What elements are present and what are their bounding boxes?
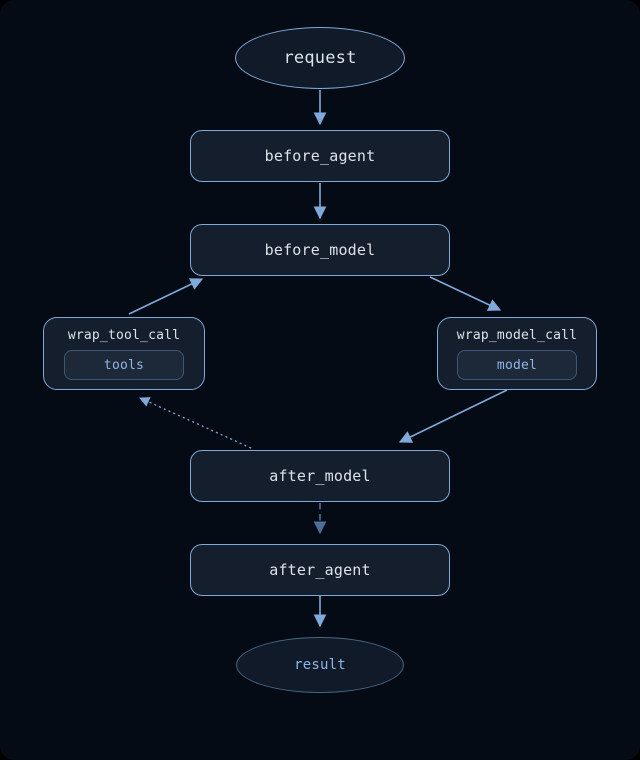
node-request-label: request [283, 48, 357, 68]
node-model: model [457, 350, 577, 380]
node-wrap-tool-call-label: wrap_tool_call [67, 328, 181, 343]
node-wrap-tool-call: wrap_tool_call tools [43, 317, 205, 390]
node-after-model-label: after_model [269, 467, 371, 485]
node-before-model: before_model [190, 224, 450, 276]
edge-wrap-model-call-after-model [398, 389, 508, 443]
node-after-agent-label: after_agent [269, 561, 371, 579]
node-after-agent: after_agent [190, 544, 450, 596]
node-before-agent: before_agent [190, 130, 450, 182]
node-wrap-model-call: wrap_model_call model [437, 317, 597, 390]
node-request: request [235, 27, 405, 89]
edge-wrap-tool-call-before-model [128, 278, 204, 315]
edge-before-model-wrap-model-call [429, 276, 502, 311]
edge-after-model-wrap-tool-call-dotted [139, 397, 252, 449]
node-before-model-label: before_model [264, 241, 376, 259]
node-tools: tools [64, 350, 184, 380]
node-tools-label: tools [103, 357, 145, 373]
node-result-label: result [294, 657, 346, 673]
node-before-agent-label: before_agent [264, 147, 376, 165]
node-after-model: after_model [190, 450, 450, 502]
node-wrap-model-call-label: wrap_model_call [456, 328, 578, 343]
node-model-label: model [496, 357, 538, 373]
node-result: result [236, 637, 404, 693]
